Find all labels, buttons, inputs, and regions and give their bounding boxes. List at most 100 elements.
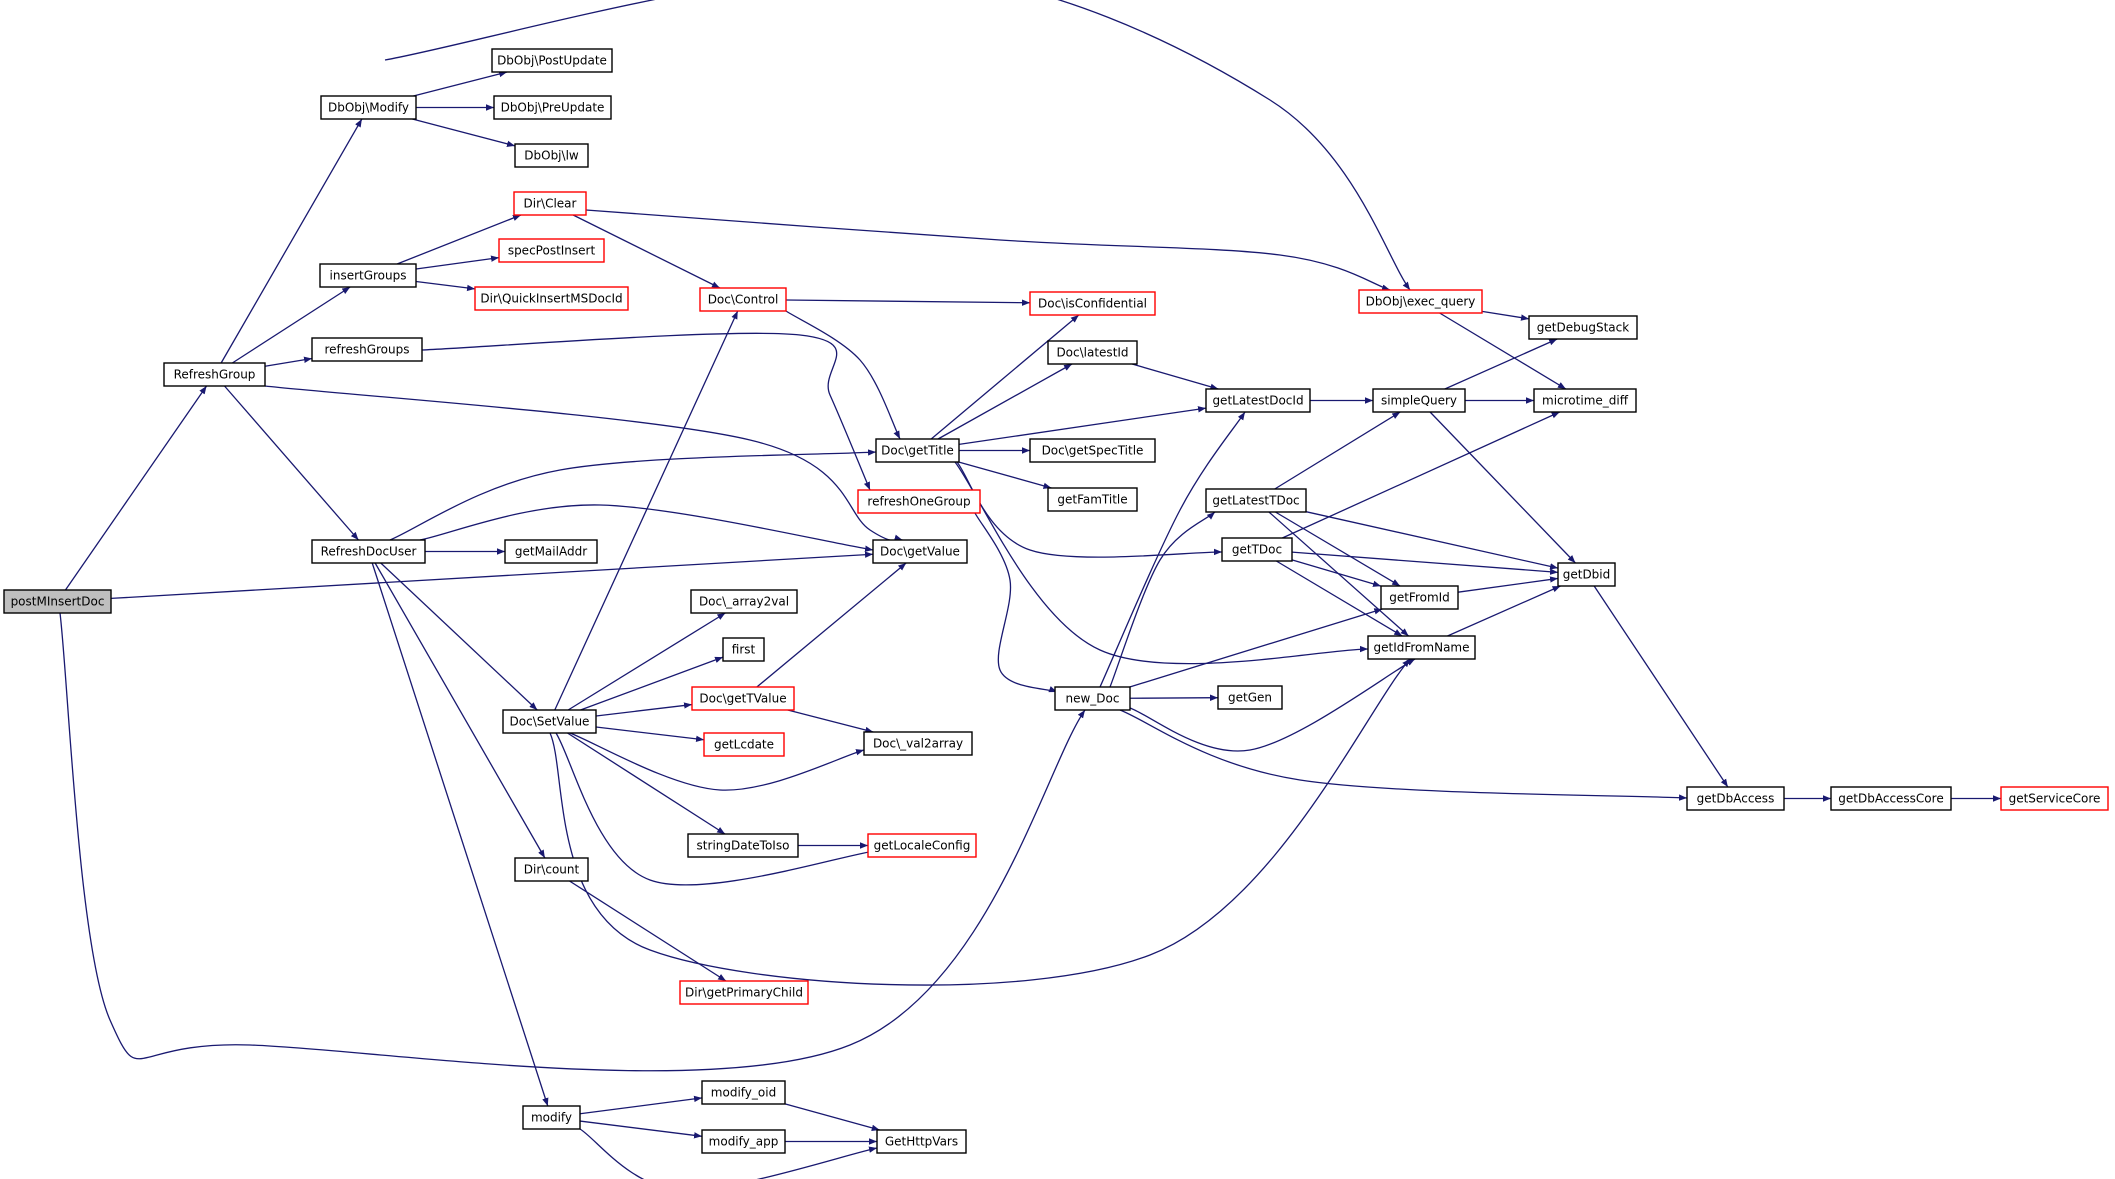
node-modify_oid[interactable]: modify_oid [701,1080,786,1105]
node-getLcdate[interactable]: getLcdate [703,732,785,757]
node-box [504,539,598,564]
node-DbObjPreUpdate[interactable]: DbObj\PreUpdate [493,95,612,120]
node-RefreshDocUser[interactable]: RefreshDocUser [311,539,426,564]
node-insertGroups[interactable]: insertGroups [319,263,417,288]
node-DocgetValue[interactable]: Doc\getValue [872,539,968,564]
node-DbObjModify[interactable]: DbObj\Modify [320,95,417,120]
node-new_Doc[interactable]: new_Doc [1054,686,1131,711]
node-box [1528,315,1638,340]
node-getServiceCore[interactable]: getServiceCore [2000,786,2109,811]
node-stringDateToIso[interactable]: stringDateToIso [687,833,799,858]
node-box [1380,585,1459,610]
node-DocisConfidential[interactable]: Doc\isConfidential [1029,291,1156,316]
edge-simpleQuery-to-getDebugStack [1444,338,1558,390]
node-refreshGroups[interactable]: refreshGroups [311,337,423,362]
node-DocControl[interactable]: Doc\Control [699,287,787,312]
node-label: DbObj\PostUpdate [497,54,607,68]
edge-DocgetTitle-to-DoclatestId [937,363,1073,440]
node-refreshOneGroup[interactable]: refreshOneGroup [857,489,981,514]
node-specPostInsert[interactable]: specPostInsert [498,238,605,263]
edge-DocSetValue-to-getLcdate [595,726,705,743]
node-box [1830,786,1952,811]
node-label: Doc\getSpecTitle [1042,444,1144,458]
node-Dircount[interactable]: Dir\count [514,857,589,882]
node-RefreshGroup[interactable]: RefreshGroup [163,362,266,387]
edge-DocSetValue-to-Doc_array2val [567,612,726,711]
node-box [3,589,112,614]
node-DbObjexec_query[interactable]: DbObj\exec_query [1358,289,1483,314]
node-label: DbObj\Modify [328,101,409,115]
node-box [1054,686,1131,711]
node-first[interactable]: first [722,637,765,662]
node-box [493,95,612,120]
edge-DocgetTitle-to-DocisConfidential [930,314,1080,440]
edge-DocControl-to-DocisConfidential [785,299,1031,306]
node-getDebugStack[interactable]: getDebugStack [1528,315,1638,340]
node-DocgetTitle[interactable]: Doc\getTitle [875,438,960,463]
node-GetHttpVars[interactable]: GetHttpVars [876,1129,967,1154]
edge-DoclatestId-to-getLatestDocId [1131,363,1219,390]
node-simpleQuery[interactable]: simpleQuery [1372,388,1466,413]
node-modify_app[interactable]: modify_app [701,1129,786,1154]
node-box [1533,388,1637,413]
node-label: stringDateToIso [697,839,790,853]
node-DocgetTValue[interactable]: Doc\getTValue [691,686,795,711]
node-box [502,709,597,734]
node-Doc_val2array[interactable]: Doc\_val2array [863,731,973,756]
node-getDbAccess[interactable]: getDbAccess [1686,786,1785,811]
node-postMInsertDoc[interactable]: postMInsertDoc [3,589,112,614]
edge-DirClear-to-DbObjexec_query [585,209,1391,291]
edge-getLatestTDoc-to-simpleQuery [1274,411,1401,490]
edge-getTDoc-to-microtime_diff [1282,411,1560,539]
node-label: Dir\count [524,863,580,877]
node-getFromId[interactable]: getFromId [1380,585,1459,610]
node-box [1205,388,1311,413]
edge-new_Doc-to-getFromId [1129,608,1383,688]
node-DbObjPostUpdate[interactable]: DbObj\PostUpdate [491,48,613,73]
node-getLatestDocId[interactable]: getLatestDocId [1205,388,1311,413]
node-box [863,731,973,756]
node-getLatestTDoc[interactable]: getLatestTDoc [1205,488,1307,513]
node-label: modify_app [709,1135,779,1149]
node-getTDoc[interactable]: getTDoc [1221,537,1293,562]
node-box [522,1105,581,1130]
node-box [1205,488,1307,513]
node-getFamTitle[interactable]: getFamTitle [1047,487,1138,512]
node-box [311,539,426,564]
node-getDbid[interactable]: getDbid [1557,562,1616,587]
node-getGen[interactable]: getGen [1217,685,1283,710]
node-getDbAccessCore[interactable]: getDbAccessCore [1830,786,1952,811]
edge-DocgetTValue-to-DocgetValue [756,562,907,688]
edge-postMInsertDoc-to-DocgetValue [110,551,874,600]
node-label: Dir\getPrimaryChild [685,986,803,1000]
node-DirQuickInsertMSDocId[interactable]: Dir\QuickInsertMSDocId [474,286,629,311]
edge-insertGroups-to-DirQuickInsertMSDocId [415,280,476,292]
node-label: Doc\SetValue [510,715,590,729]
node-label: Doc\getTitle [881,444,954,458]
edge-RefreshGroup-to-DocgetValue [264,385,903,542]
node-getMailAddr[interactable]: getMailAddr [504,539,598,564]
node-Doc_array2val[interactable]: Doc\_array2val [690,589,798,614]
node-microtime_diff[interactable]: microtime_diff [1533,388,1637,413]
node-label: getLocaleConfig [874,839,971,853]
node-DirClear[interactable]: Dir\Clear [513,191,587,216]
edge-RefreshGroup-to-refreshGroups [264,356,313,367]
node-box [1358,289,1483,314]
node-modify[interactable]: modify [522,1105,581,1130]
node-DoclatestId[interactable]: Doc\latestId [1047,340,1138,365]
node-DbObjlw[interactable]: DbObj\lw [514,143,589,168]
edge-RefreshGroup-to-RefreshDocUser [224,385,359,541]
edge-DocgetTitle-to-getFamTitle [958,461,1052,489]
edge-DocSetValue-to-stringDateToIso [567,732,726,835]
edge-RefreshDocUser-to-Dircount [374,562,546,859]
node-getIdFromName[interactable]: getIdFromName [1367,635,1476,660]
edge-new_Doc-to-getIdFromName [1129,658,1416,752]
node-DocgetSpecTitle[interactable]: Doc\getSpecTitle [1029,438,1156,463]
node-label: postMInsertDoc [11,595,105,609]
node-box [876,1129,967,1154]
node-box [691,686,795,711]
node-DirgetPrimaryChild[interactable]: Dir\getPrimaryChild [679,980,809,1005]
node-box [1217,685,1283,710]
node-DocSetValue[interactable]: Doc\SetValue [502,709,597,734]
node-getLocaleConfig[interactable]: getLocaleConfig [867,833,977,858]
